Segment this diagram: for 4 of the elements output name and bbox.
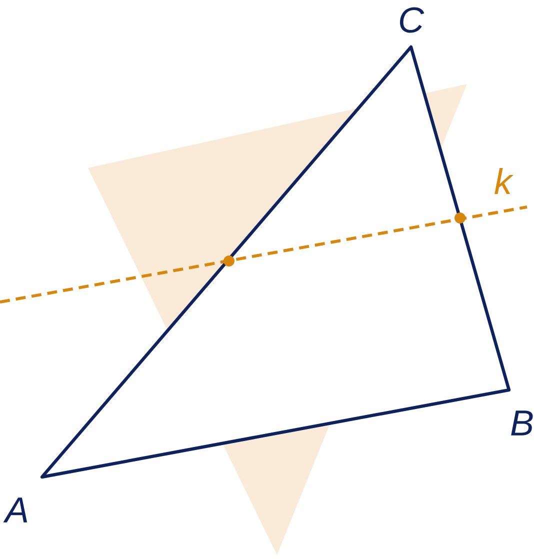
line-label: k bbox=[494, 168, 514, 194]
vertex-label: C bbox=[400, 7, 424, 33]
vertex-label: B bbox=[511, 410, 533, 436]
vertex-label: A bbox=[3, 498, 28, 522]
